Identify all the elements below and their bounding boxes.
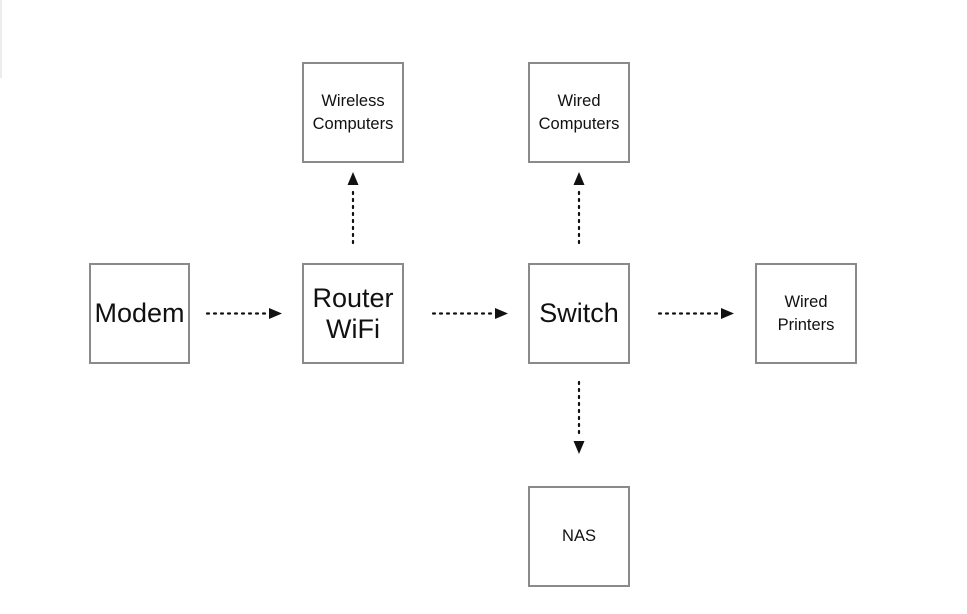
node-wired-printers-label: Wired Printers <box>777 292 835 334</box>
edge-modem-to-router <box>205 308 282 319</box>
arrowhead-right-icon <box>269 308 282 319</box>
arrowhead-down-icon <box>573 441 585 454</box>
edge-router-to-wireless-computers <box>347 172 359 245</box>
node-wireless-computers: Wireless Computers <box>302 62 404 163</box>
node-switch-label: Switch <box>539 298 619 328</box>
node-modem-label: Modem <box>94 298 185 328</box>
arrowhead-up-icon <box>573 172 585 185</box>
edge-router-to-switch <box>431 308 508 319</box>
node-modem: Modem <box>89 263 190 364</box>
node-wired-computers: Wired Computers <box>528 62 630 163</box>
node-router-wifi: Router WiFi <box>302 263 404 364</box>
edge-switch-to-nas <box>573 380 585 454</box>
arrowhead-right-icon <box>721 308 734 319</box>
node-wireless-computers-label: Wireless Computers <box>312 91 394 133</box>
arrowhead-up-icon <box>347 172 359 185</box>
arrowhead-right-icon <box>495 308 508 319</box>
window-edge-divider <box>0 0 2 78</box>
node-wired-printers: Wired Printers <box>755 263 857 364</box>
edge-switch-to-wired-computers <box>573 172 585 245</box>
node-router-wifi-label: Router WiFi <box>312 282 394 344</box>
node-switch: Switch <box>528 263 630 364</box>
node-nas-label: NAS <box>562 527 596 545</box>
node-wired-computers-label: Wired Computers <box>538 91 620 133</box>
edge-switch-to-printers <box>657 308 734 319</box>
node-nas: NAS <box>528 486 630 587</box>
